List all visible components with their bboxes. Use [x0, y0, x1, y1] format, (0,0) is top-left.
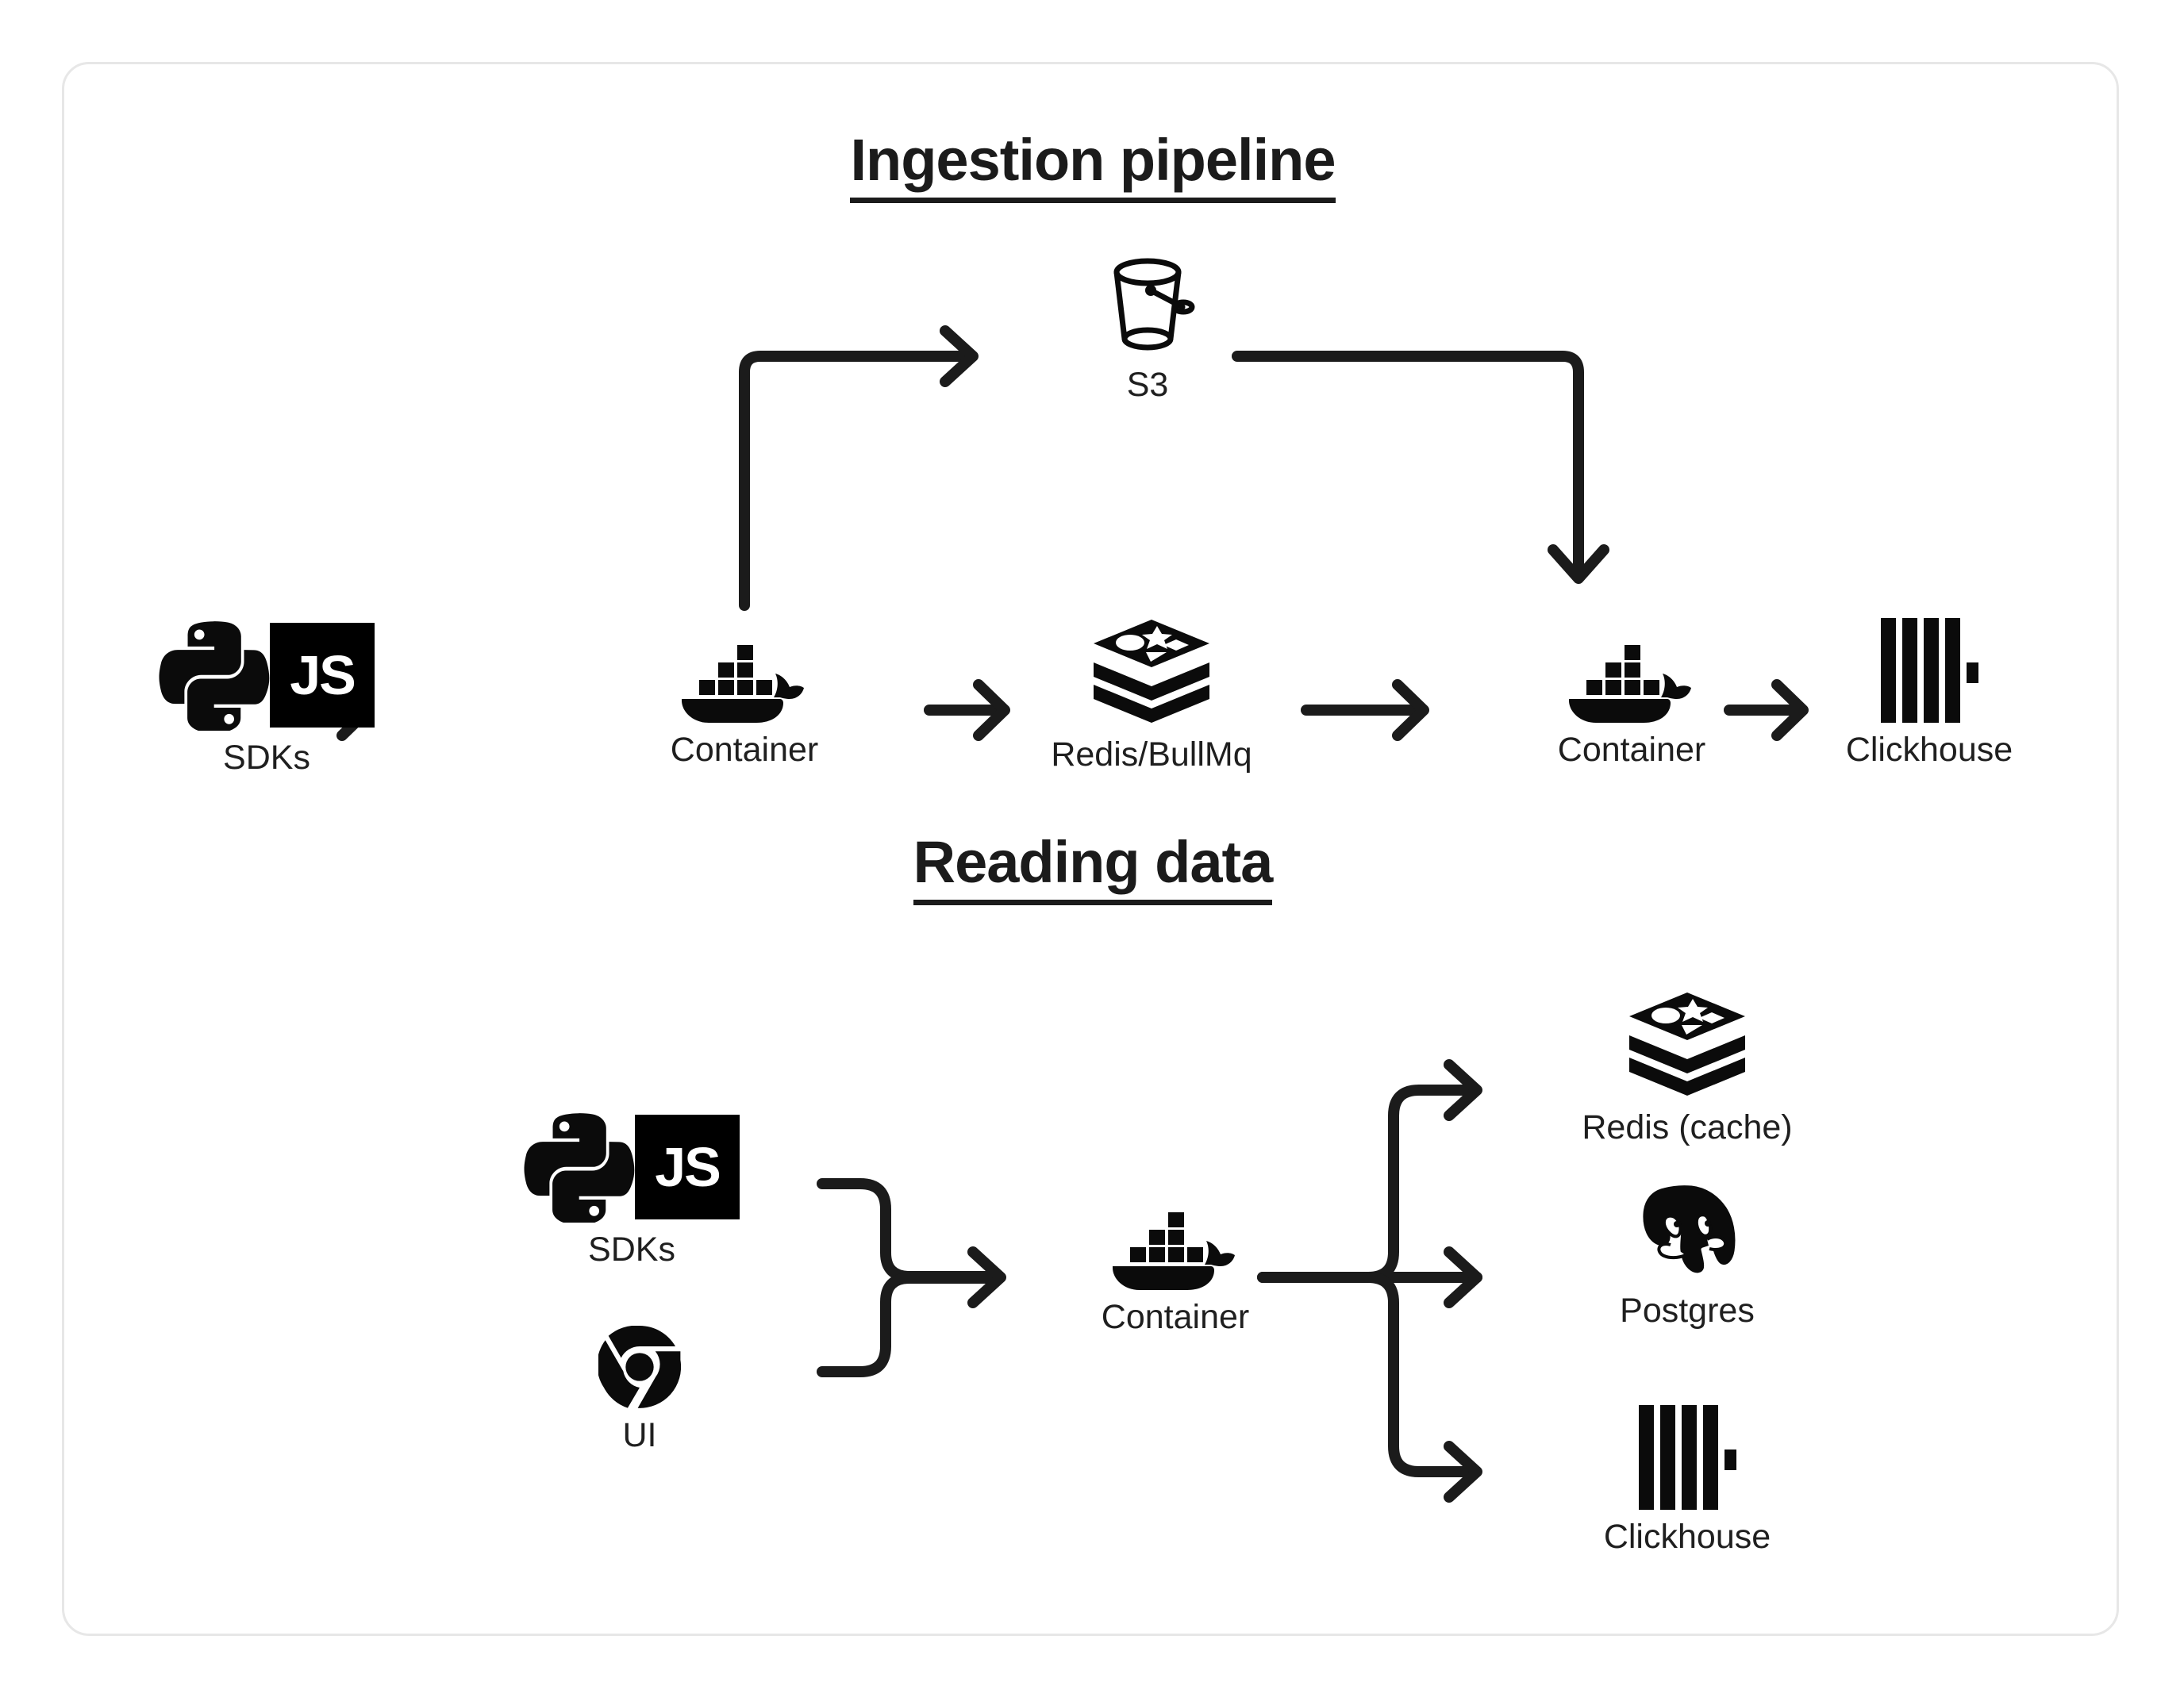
docker-whale-icon [680, 628, 809, 723]
docker-whale-shape [682, 645, 804, 723]
edge-merge-sdks-ui-to-container3 [817, 1178, 1006, 1377]
docker-whale-shape [1113, 1212, 1235, 1290]
section-title-ingestion-text: Ingestion pipeline [850, 127, 1336, 203]
redis-stack-shape [1629, 993, 1745, 1096]
edge-s3-to-container2 [1232, 351, 1609, 584]
node-container-2[interactable]: Container [1517, 628, 1747, 769]
js-badge-label: JS [290, 644, 356, 706]
node-label-sdks: SDKs [223, 739, 310, 777]
redis-stack-icon [1094, 620, 1209, 728]
docker-whale-icon [1567, 628, 1696, 723]
node-container-1[interactable]: Container [629, 628, 859, 769]
python-js-sdk-icon: JS [159, 620, 375, 731]
clickhouse-bars-icon [1637, 1405, 1737, 1510]
node-s3[interactable]: S3 [1056, 255, 1239, 404]
python-logo-icon [159, 621, 270, 731]
section-title-reading: Reading data [64, 828, 2117, 905]
edge-fanout-container3 [1257, 1059, 1482, 1503]
node-sdks[interactable]: JS SDKs [152, 620, 382, 777]
s3-bucket-icon [1100, 255, 1195, 358]
section-title-ingestion: Ingestion pipeline [64, 126, 2117, 203]
node-label-container-2: Container [1557, 731, 1706, 769]
node-ui[interactable]: UI [584, 1326, 695, 1454]
javascript-badge-icon: JS [635, 1115, 740, 1219]
redis-stack-icon [1629, 993, 1745, 1100]
docker-whale-icon [1111, 1195, 1240, 1290]
postgres-elephant-shape [1639, 1181, 1738, 1277]
javascript-badge-icon: JS [270, 623, 375, 728]
chrome-browser-icon [598, 1326, 681, 1408]
node-label-redis-queue: Redis/BullMq [1051, 735, 1252, 774]
node-clickhouse[interactable]: Clickhouse [1810, 618, 2048, 769]
redis-stack-shape [1094, 620, 1209, 723]
architecture-diagram-card: Ingestion pipeline [62, 62, 2119, 1636]
python-js-sdk-icon: JS [524, 1112, 740, 1223]
clickhouse-bars-shape [1881, 618, 1978, 723]
docker-whale-shape [1569, 645, 1691, 723]
node-redis-queue[interactable]: Redis/BullMq [1032, 620, 1271, 774]
node-label-clickhouse: Clickhouse [1845, 731, 2013, 769]
edge-redis-to-container2 [1301, 679, 1429, 741]
node-label-redis-cache: Redis (cache) [1582, 1108, 1793, 1146]
clickhouse-bars-shape [1639, 1405, 1736, 1510]
node-label-sdks-read: SDKs [588, 1231, 675, 1269]
section-title-reading-text: Reading data [913, 829, 1273, 905]
node-postgres[interactable]: Postgres [1560, 1179, 1814, 1330]
chrome-logo-shape [598, 1326, 681, 1408]
js-badge-label: JS [655, 1136, 721, 1198]
node-sdks-read[interactable]: JS SDKs [517, 1112, 747, 1269]
node-label-clickhouse-2: Clickhouse [1603, 1518, 1771, 1556]
edge-container1-to-s3 [739, 325, 979, 611]
s3-bucket-shape [1113, 258, 1195, 351]
node-label-postgres: Postgres [1620, 1292, 1755, 1330]
diagram-stage: Ingestion pipeline [64, 64, 2117, 1634]
node-clickhouse-2[interactable]: Clickhouse [1556, 1405, 1818, 1556]
node-label-ui: UI [622, 1416, 657, 1454]
edge-container1-to-redis [924, 679, 1010, 741]
node-label-container-3: Container [1101, 1298, 1250, 1336]
node-label-s3: S3 [1126, 366, 1169, 404]
node-container-3[interactable]: Container [1060, 1195, 1290, 1336]
node-redis-cache[interactable]: Redis (cache) [1540, 993, 1834, 1146]
python-logo-icon [524, 1113, 635, 1223]
clickhouse-bars-icon [1879, 618, 1979, 723]
node-label-container-1: Container [670, 731, 819, 769]
postgres-elephant-icon [1636, 1179, 1738, 1284]
